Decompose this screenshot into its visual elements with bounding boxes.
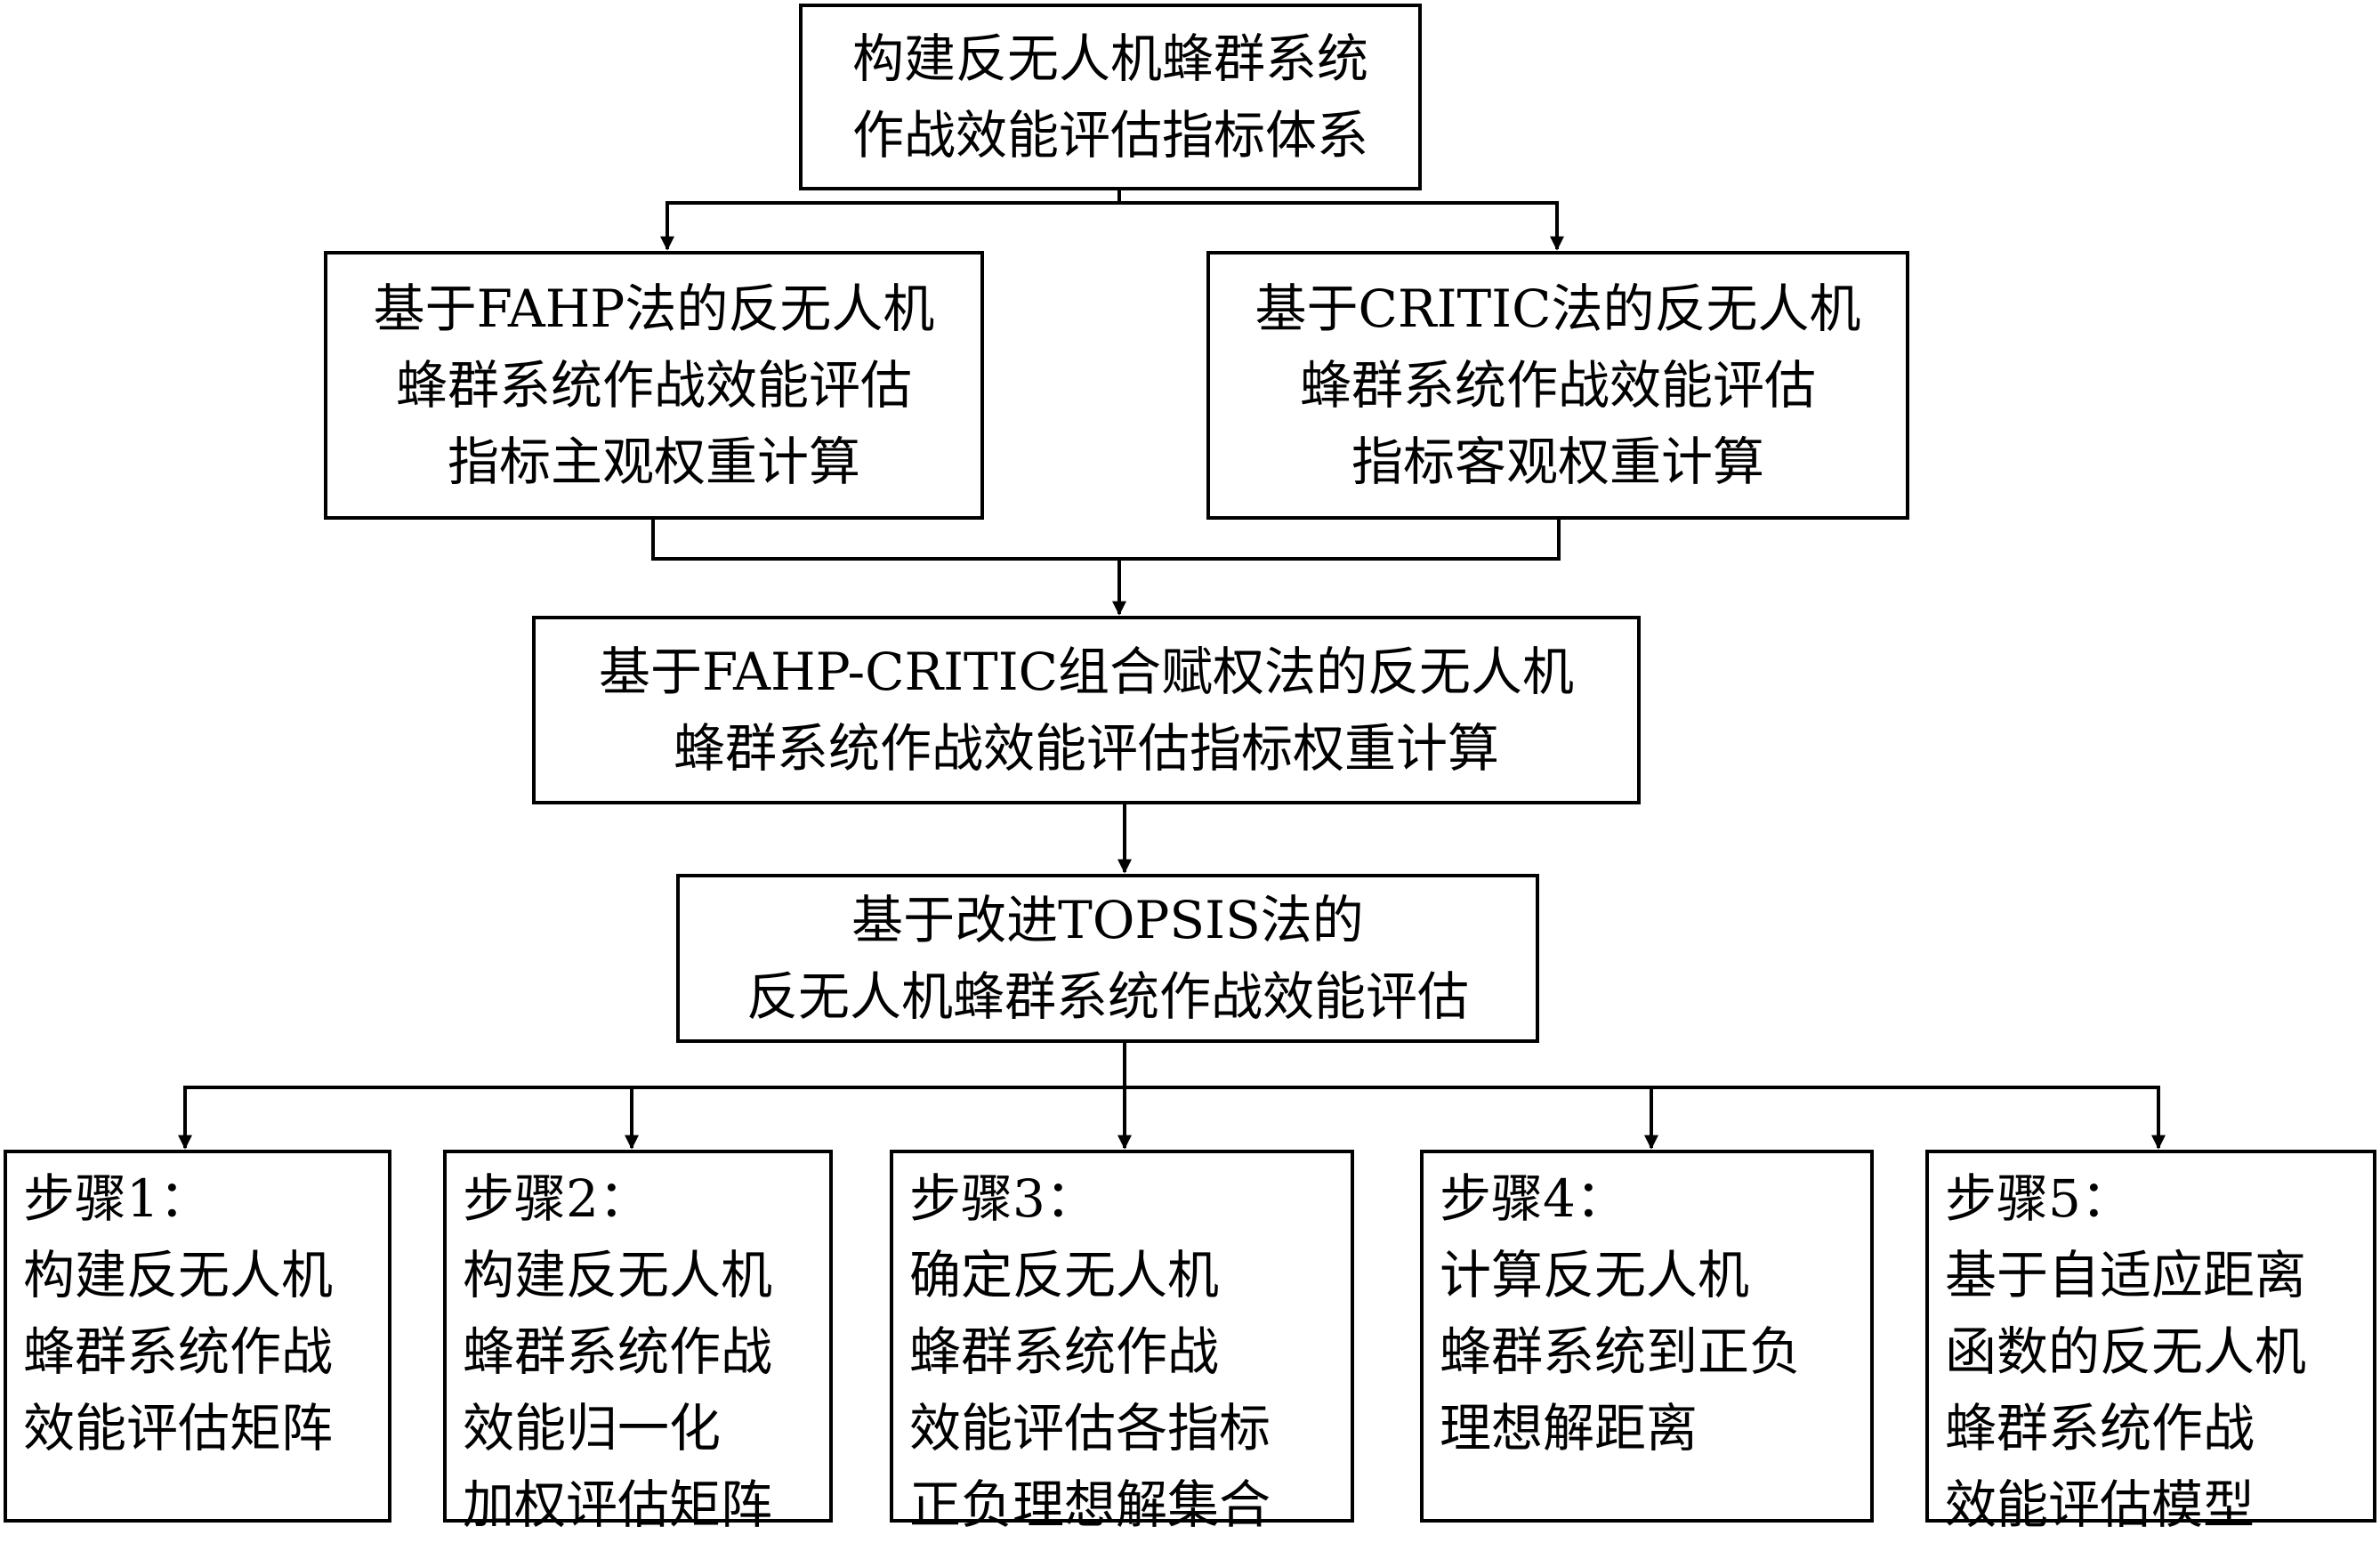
step-text-line: 函数的反无人机 (1945, 1321, 2307, 1382)
box-text-line: 蜂群系统作战效能评估 (1299, 355, 1816, 416)
step-3-box: 步骤3： 确定反无人机 蜂群系统作战 效能评估各指标 正负理想解集合 (890, 1150, 1354, 1535)
box-text-line: 蜂群系统作战效能评估指标权重计算 (673, 718, 1499, 779)
step-text-line: 蜂群系统到正负 (1440, 1321, 1802, 1382)
step-title: 步骤5： (1945, 1168, 2133, 1229)
step-text-line: 理想解距离 (1440, 1398, 1698, 1458)
box-text-line: 指标主观权重计算 (447, 432, 860, 492)
step-text-line: 效能评估矩阵 (23, 1398, 334, 1458)
step-title: 步骤3： (909, 1168, 1097, 1229)
step-text-line: 效能评估各指标 (909, 1398, 1271, 1458)
step-text-line: 蜂群系统作战 (1945, 1398, 2255, 1458)
box-text-line: 基于FAHP法的反无人机 (373, 279, 935, 339)
step-text-line: 确定反无人机 (909, 1245, 1220, 1305)
box-text-line: 基于FAHP-CRITIC组合赋权法的反无人机 (598, 642, 1575, 702)
box-text-line: 指标客观权重计算 (1351, 432, 1764, 492)
box-text-line: 基于改进TOPSIS法的 (851, 890, 1364, 950)
step-text-line: 计算反无人机 (1440, 1245, 1750, 1305)
step-2-box: 步骤2： 构建反无人机 蜂群系统作战 效能归一化 加权评估矩阵 (443, 1150, 833, 1535)
step-text-line: 蜂群系统作战 (23, 1321, 334, 1382)
step-title: 步骤4： (1440, 1168, 1627, 1229)
fahp-subjective-weight-box: 基于FAHP法的反无人机 蜂群系统作战效能评估 指标主观权重计算 (324, 251, 984, 520)
step-text-line: 效能评估模型 (1945, 1474, 2255, 1535)
step-text-line: 构建反无人机 (23, 1245, 334, 1305)
step-4-box: 步骤4： 计算反无人机 蜂群系统到正负 理想解距离 (1420, 1150, 1874, 1523)
step-text-line: 构建反无人机 (463, 1245, 773, 1305)
step-text-line: 蜂群系统作战 (463, 1321, 773, 1382)
step-title: 步骤2： (463, 1168, 650, 1229)
box-text-line: 基于CRITIC法的反无人机 (1255, 279, 1861, 339)
step-title: 步骤1： (23, 1168, 211, 1229)
improved-topsis-evaluation-box: 基于改进TOPSIS法的 反无人机蜂群系统作战效能评估 (676, 874, 1539, 1043)
box-text-line: 作战效能评估指标体系 (851, 105, 1368, 166)
step-text-line: 基于自适应距离 (1945, 1245, 2307, 1305)
build-index-system-box: 构建反无人机蜂群系统 作战效能评估指标体系 (799, 4, 1422, 190)
step-5-box: 步骤5： 基于自适应距离 函数的反无人机 蜂群系统作战 效能评估模型 (1925, 1150, 2376, 1535)
step-text-line: 正负理想解集合 (909, 1474, 1271, 1535)
step-text-line: 加权评估矩阵 (463, 1474, 773, 1535)
step-text-line: 蜂群系统作战 (909, 1321, 1220, 1382)
box-text-line: 反无人机蜂群系统作战效能评估 (746, 966, 1469, 1027)
step-text-line: 效能归一化 (463, 1398, 722, 1458)
combined-weight-box: 基于FAHP-CRITIC组合赋权法的反无人机 蜂群系统作战效能评估指标权重计算 (532, 616, 1641, 804)
box-text-line: 蜂群系统作战效能评估 (395, 355, 912, 416)
critic-objective-weight-box: 基于CRITIC法的反无人机 蜂群系统作战效能评估 指标客观权重计算 (1206, 251, 1909, 520)
box-text-line: 构建反无人机蜂群系统 (851, 28, 1368, 89)
step-1-box: 步骤1： 构建反无人机 蜂群系统作战 效能评估矩阵 (4, 1150, 391, 1523)
